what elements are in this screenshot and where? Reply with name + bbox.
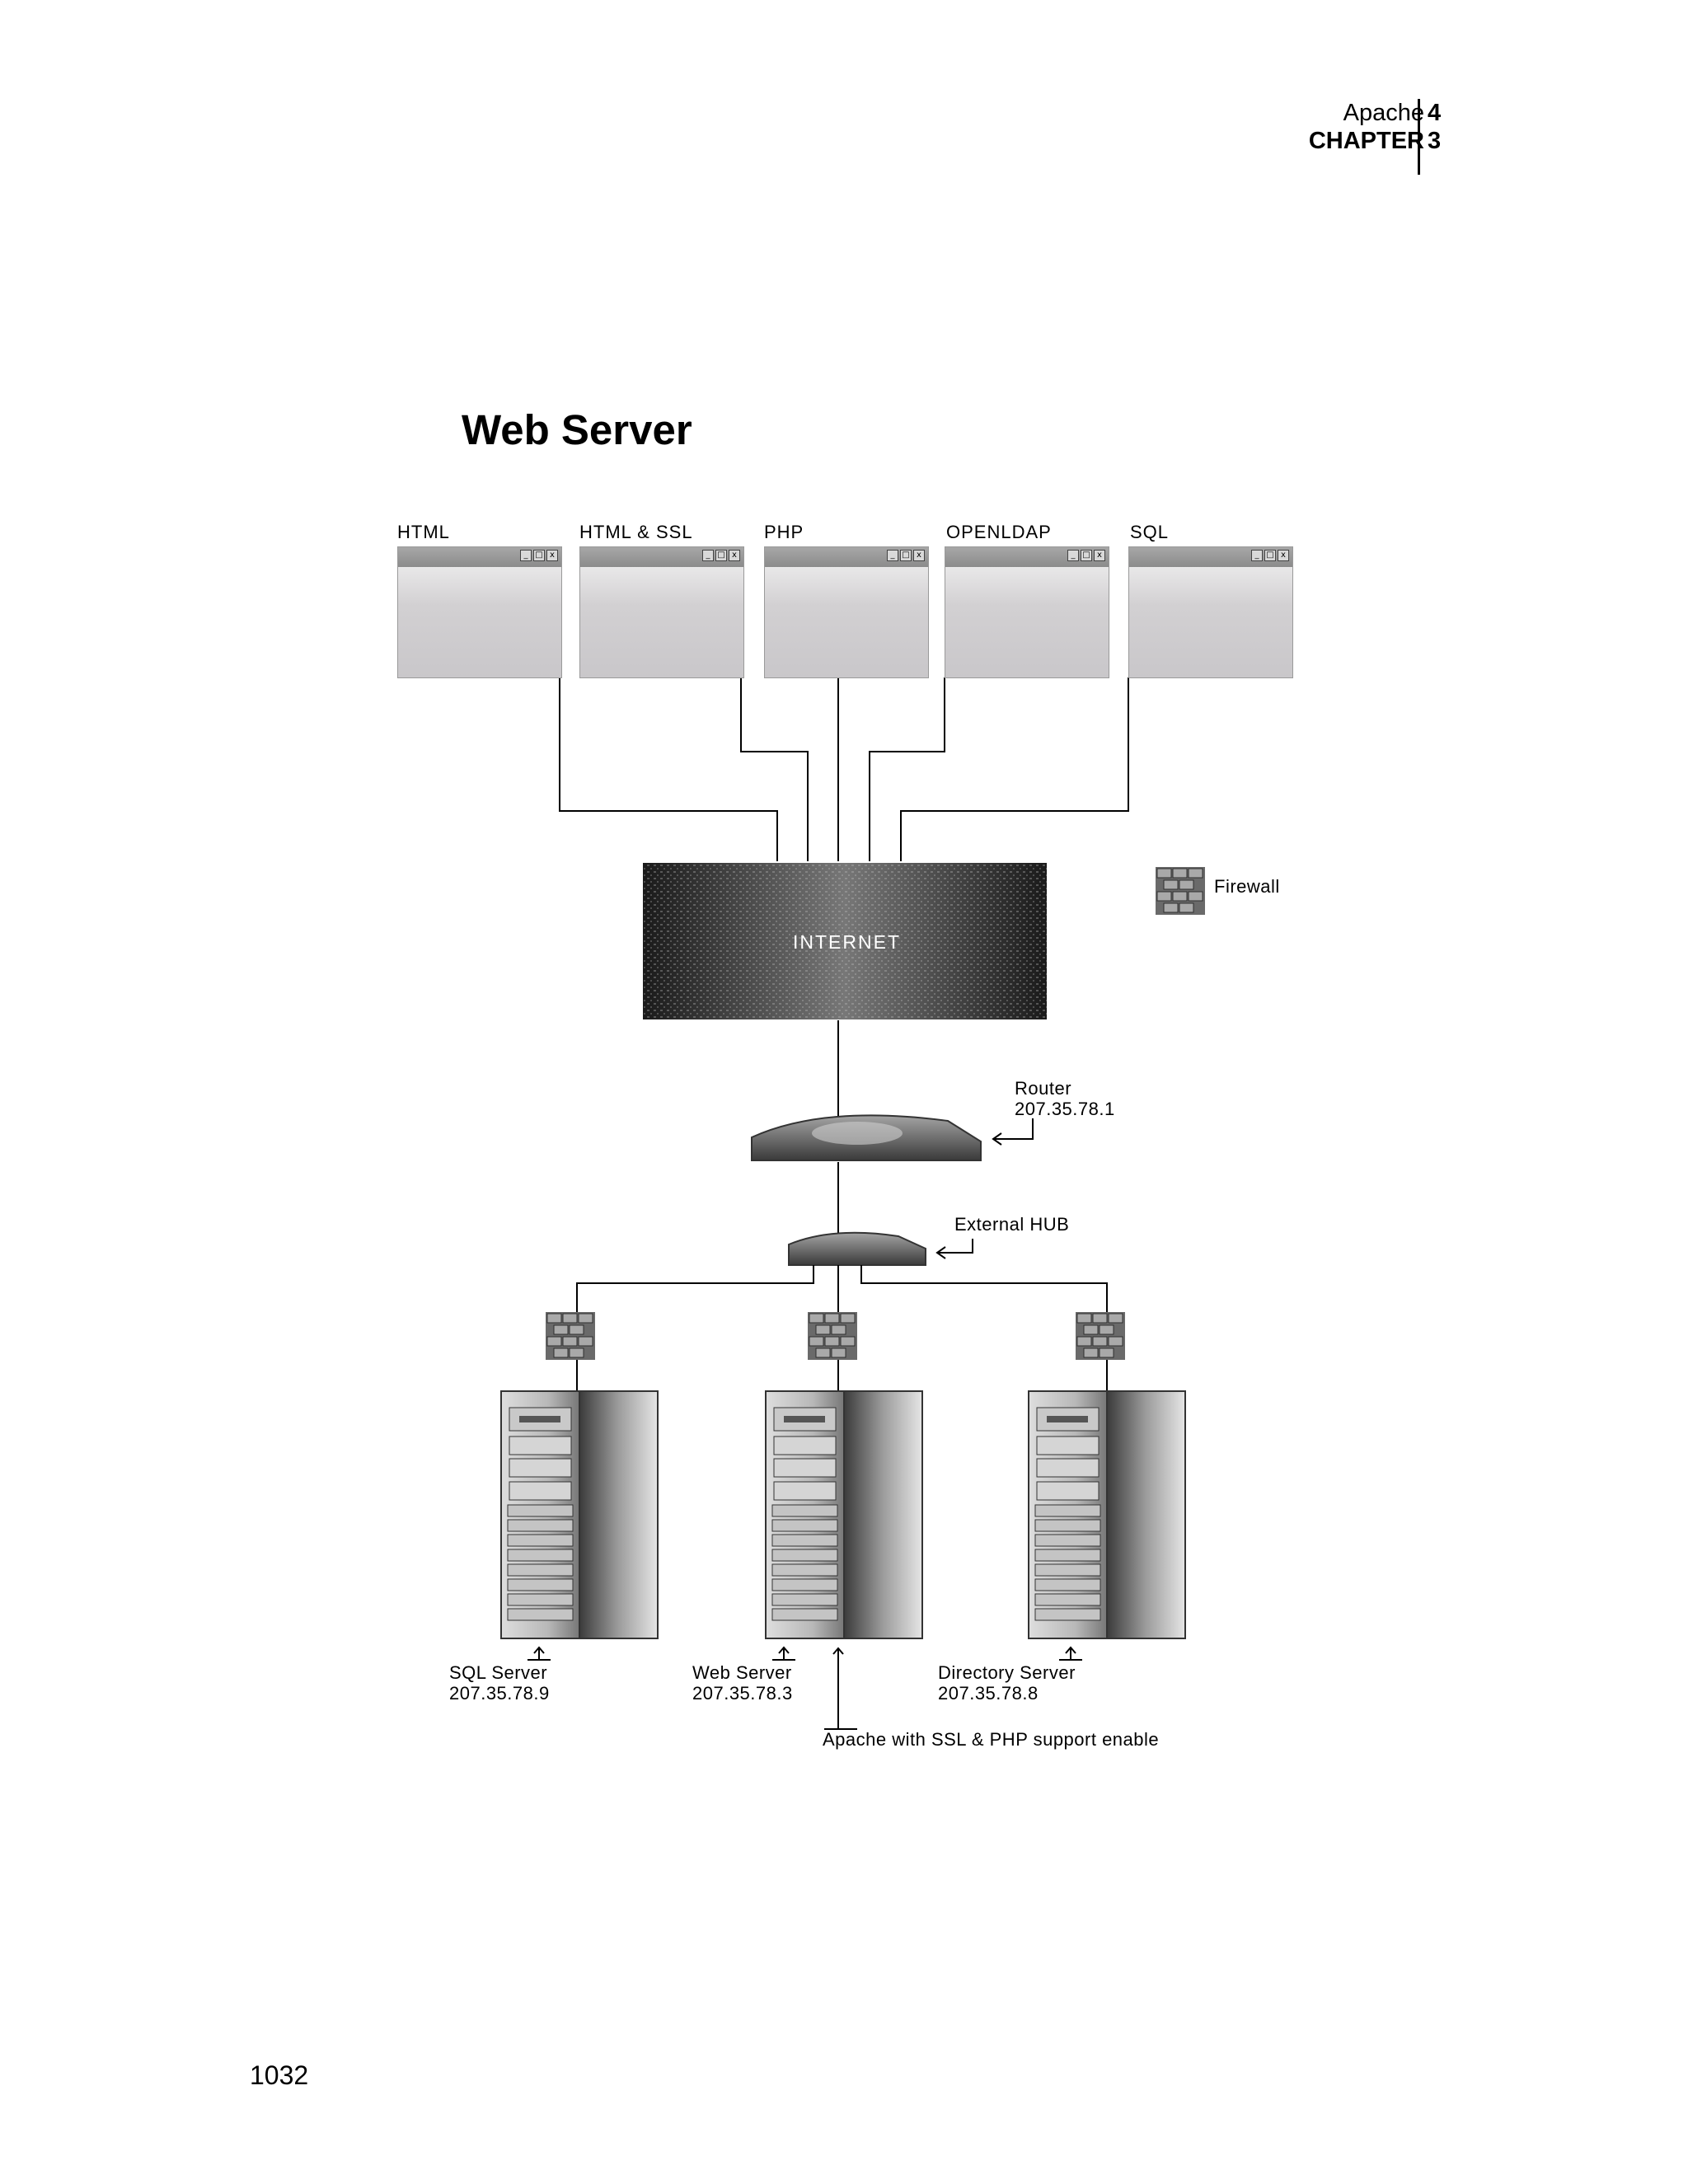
server-name: SQL Server	[449, 1662, 548, 1683]
client-label: SQL	[1130, 522, 1170, 542]
server-ip: 207.35.78.9	[449, 1683, 550, 1704]
maximize-icon: □	[533, 550, 545, 561]
window-titlebar: _□x	[765, 547, 928, 567]
close-icon: x	[729, 550, 740, 561]
server-ip: 207.35.78.3	[692, 1683, 793, 1704]
minimize-icon: _	[520, 550, 532, 561]
close-icon: x	[913, 550, 925, 561]
firewall-icon	[1155, 866, 1206, 916]
chapter-label: CHAPTER	[1308, 128, 1424, 154]
client-window: _□x	[764, 546, 929, 678]
router-ip: 207.35.78.1	[1015, 1099, 1115, 1119]
server-icon	[500, 1390, 659, 1639]
header-divider	[1418, 99, 1420, 175]
client-window: _□x	[1128, 546, 1293, 678]
minimize-icon: _	[1067, 550, 1079, 561]
client-label: OPENLDAP	[946, 522, 1052, 542]
client-window: _□x	[397, 546, 562, 678]
minimize-icon: _	[1251, 550, 1263, 561]
section-label: Apache	[1343, 100, 1424, 126]
internet-label: INTERNET	[793, 931, 901, 953]
client-label: PHP	[764, 522, 804, 542]
server-name: Web Server	[692, 1662, 792, 1683]
hub-name: External HUB	[954, 1214, 1070, 1235]
hub-icon	[788, 1231, 926, 1266]
window-titlebar: _□x	[398, 547, 561, 567]
router-name: Router	[1015, 1078, 1072, 1099]
client-label: HTML	[397, 522, 450, 542]
router-icon	[751, 1114, 982, 1161]
firewall-icon	[1075, 1311, 1126, 1361]
maximize-icon: □	[715, 550, 727, 561]
firewall-icon	[545, 1311, 596, 1361]
server-icon	[765, 1390, 923, 1639]
maximize-icon: □	[900, 550, 912, 561]
internet-cloud	[643, 863, 1047, 1019]
chapter-number: 3	[1428, 128, 1442, 154]
minimize-icon: _	[887, 550, 898, 561]
server-icon	[1028, 1390, 1186, 1639]
firewall-icon	[807, 1311, 858, 1361]
section-number: 4	[1428, 100, 1442, 126]
legend-label: Firewall	[1214, 876, 1280, 897]
client-label: HTML & SSL	[579, 522, 693, 542]
minimize-icon: _	[702, 550, 714, 561]
server-ip: 207.35.78.8	[938, 1683, 1039, 1704]
hub-connections	[576, 1265, 1108, 1315]
page-number: 1032	[250, 2060, 309, 2090]
maximize-icon: □	[1264, 550, 1276, 561]
window-titlebar: _□x	[945, 547, 1109, 567]
apache-note: Apache with SSL & PHP support enable	[823, 1729, 1160, 1750]
window-titlebar: _□x	[580, 547, 743, 567]
client-window: _□x	[579, 546, 744, 678]
client-connections	[559, 677, 1129, 861]
maximize-icon: □	[1081, 550, 1092, 561]
window-titlebar: _□x	[1129, 547, 1292, 567]
close-icon: x	[1278, 550, 1289, 561]
close-icon: x	[1094, 550, 1105, 561]
close-icon: x	[546, 550, 558, 561]
diagram-title: Web Server	[462, 406, 692, 453]
server-name: Directory Server	[938, 1662, 1076, 1683]
client-window: _□x	[945, 546, 1109, 678]
page-header: Apache 4 CHAPTER 3	[1236, 97, 1451, 176]
